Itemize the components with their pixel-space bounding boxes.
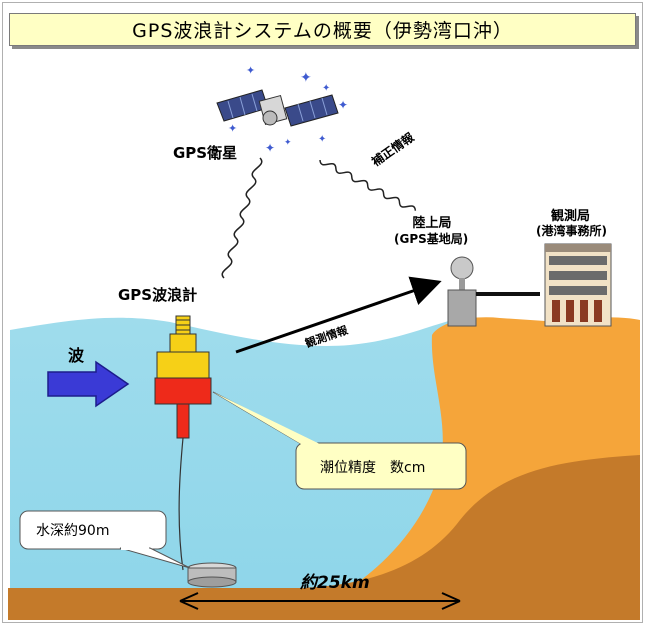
svg-text:✦: ✦ <box>318 134 326 145</box>
svg-text:✦: ✦ <box>265 141 275 155</box>
seabed-area <box>8 455 640 620</box>
land-station-icon <box>447 256 540 327</box>
tide-callout-box <box>295 442 467 490</box>
buoy-label: GPS波浪計 <box>118 286 198 304</box>
page-title-box: GPS波浪計システムの概要（伊勢湾口沖） <box>9 13 636 46</box>
signal-wave-side <box>319 159 417 211</box>
page-title: GPS波浪計システムの概要（伊勢湾口沖） <box>132 20 513 42</box>
observation-arrow <box>235 276 442 354</box>
observatory-sublabel: (港湾事務所) <box>536 224 607 238</box>
seabed-anchor-icon <box>187 562 237 588</box>
signal-wave-down <box>221 157 263 279</box>
land-station-sublabel: (GPS基地局) <box>394 232 469 246</box>
svg-text:✦: ✦ <box>300 70 312 86</box>
land-station-label: 陸上局 <box>412 216 452 231</box>
observatory-building-icon <box>544 243 612 327</box>
buoy-icon <box>154 315 212 571</box>
tide-precision-label: 潮位精度 数cm <box>320 460 426 476</box>
satellite-icon <box>216 89 339 127</box>
depth-callout-box <box>19 510 167 550</box>
svg-text:✦: ✦ <box>284 138 292 148</box>
sparkle-icons: ✦ ✦ ✦ ✦ ✦ ✦ ✦ ✦ <box>228 64 348 155</box>
wave-label: 波 <box>68 346 85 365</box>
satellite-label: GPS衛星 <box>173 144 238 162</box>
distance-label: 約25km <box>300 573 370 593</box>
svg-text:✦: ✦ <box>246 64 255 77</box>
svg-text:✦: ✦ <box>228 122 237 135</box>
svg-text:✦: ✦ <box>322 83 330 94</box>
svg-text:✦: ✦ <box>338 98 348 112</box>
observatory-label: 観測局 <box>551 209 591 224</box>
depth-label: 水深約90m <box>36 523 110 539</box>
wave-arrow-icon <box>47 360 130 408</box>
